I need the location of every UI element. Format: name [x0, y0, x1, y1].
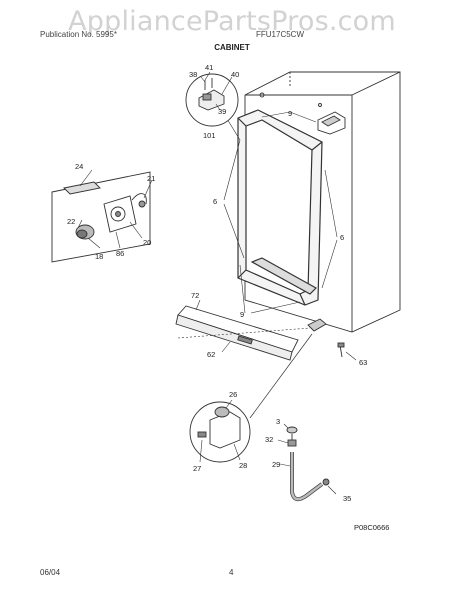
callout-63: 63 — [359, 358, 367, 367]
bottom-hinge — [307, 318, 357, 361]
top-hinge — [317, 111, 346, 135]
callout-22: 22 — [67, 217, 75, 226]
footer-page-number: 4 — [229, 568, 234, 577]
model-number: FFU17C5CW — [256, 30, 305, 39]
callout-27: 27 — [193, 464, 201, 473]
callout-32: 32 — [265, 435, 273, 444]
callout-21: 21 — [147, 174, 155, 183]
callout-38: 38 — [189, 70, 197, 79]
page-title: CABINET — [214, 43, 250, 52]
callout-62: 62 — [207, 350, 215, 359]
callout-6-left: 6 — [213, 197, 217, 206]
callout-9-top: 9 — [288, 109, 292, 118]
callout-24: 24 — [75, 162, 83, 171]
publication-number: Publication No. 5995* — [40, 30, 117, 39]
footer-date: 06/04 — [40, 568, 61, 577]
callout-26: 26 — [229, 390, 237, 399]
callout-20: 20 — [143, 238, 151, 247]
callout-labels: 41 38 40 39 101 9 9 6 6 24 21 22 20 18 8… — [67, 63, 367, 503]
detail-bottom-hinge — [189, 333, 313, 463]
callout-41: 41 — [205, 63, 213, 72]
detail-hinge-assembly — [185, 71, 239, 127]
callout-101: 101 — [203, 131, 216, 140]
callout-6-right: 6 — [340, 233, 344, 242]
callout-28: 28 — [239, 461, 247, 470]
door-gasket — [237, 109, 323, 306]
watermark: AppliancePartsPros.com — [68, 6, 396, 37]
figure-code: P08C0666 — [354, 523, 389, 532]
callout-72: 72 — [191, 291, 199, 300]
callout-3: 3 — [276, 417, 280, 426]
base-grille — [175, 299, 311, 361]
callout-29: 29 — [272, 460, 280, 469]
callout-18: 18 — [95, 252, 103, 261]
callout-39: 39 — [218, 107, 226, 116]
callout-35: 35 — [343, 494, 351, 503]
detail-thermostat-box — [51, 169, 153, 263]
callout-86: 86 — [116, 249, 124, 258]
drain-tube-assembly — [277, 423, 337, 502]
callout-9-bottom: 9 — [240, 310, 244, 319]
callout-40: 40 — [231, 70, 239, 79]
